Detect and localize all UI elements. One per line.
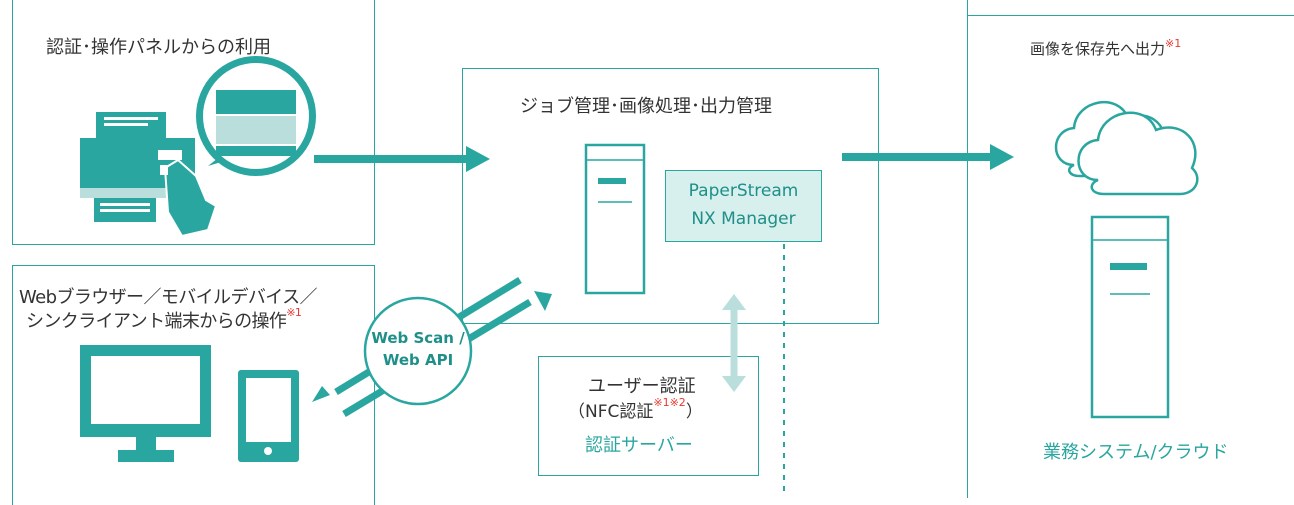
web-scan-badge: Web Scan / Web API: [368, 327, 468, 371]
web-scan-line1: Web Scan /: [371, 329, 465, 347]
output-title-text: 画像を保存先へ出力: [1030, 40, 1166, 58]
web-scan-circle: [363, 296, 473, 406]
server-icon: [1090, 215, 1170, 419]
arrow-icon: [314, 146, 490, 172]
paperstream-line2: NX Manager: [691, 209, 796, 229]
output-box-top-border: [967, 15, 1294, 16]
hand-icon: [160, 158, 218, 238]
auth-server-label: 認証サーバー: [585, 435, 693, 456]
auth-panel-title: 認証･操作パネルからの利用: [46, 37, 271, 58]
user-auth-line2-text: （NFC認証: [568, 402, 654, 422]
diagram-graphics: [80, 56, 1199, 493]
web-browser-note: ※1: [286, 306, 302, 319]
output-note: ※1: [1165, 37, 1182, 50]
user-auth-note: ※1※2: [653, 396, 686, 409]
paperstream-product-box: PaperStream NX Manager: [665, 170, 822, 242]
user-auth-line1: ユーザー認証: [588, 376, 696, 397]
cloud-icon: [1054, 100, 1199, 196]
arrow-icon: [722, 294, 746, 392]
web-browser-title-line2: シンクライアント端末からの操作※1: [26, 306, 302, 333]
touch-panel-icon: [196, 56, 316, 176]
web-browser-title-line1: Webブラウザー／モバイルデバイス／: [19, 287, 318, 308]
server-icon: [584, 143, 646, 295]
output-caption: 業務システム/クラウド: [1043, 442, 1229, 463]
web-scan-line2: Web API: [382, 351, 454, 369]
user-auth-line2: （NFC認証※1※2）: [568, 397, 703, 422]
job-management-title: ジョブ管理･画像処理･出力管理: [520, 96, 772, 117]
output-title: 画像を保存先へ出力※1: [1030, 38, 1181, 59]
tablet-icon: [238, 370, 299, 462]
paperstream-line1: PaperStream: [688, 181, 799, 201]
arrow-icon: [842, 144, 1014, 170]
monitor-icon: [80, 345, 211, 462]
user-auth-line2-end: ）: [685, 402, 703, 422]
web-browser-title-line2-text: シンクライアント端末からの操作: [26, 311, 287, 332]
